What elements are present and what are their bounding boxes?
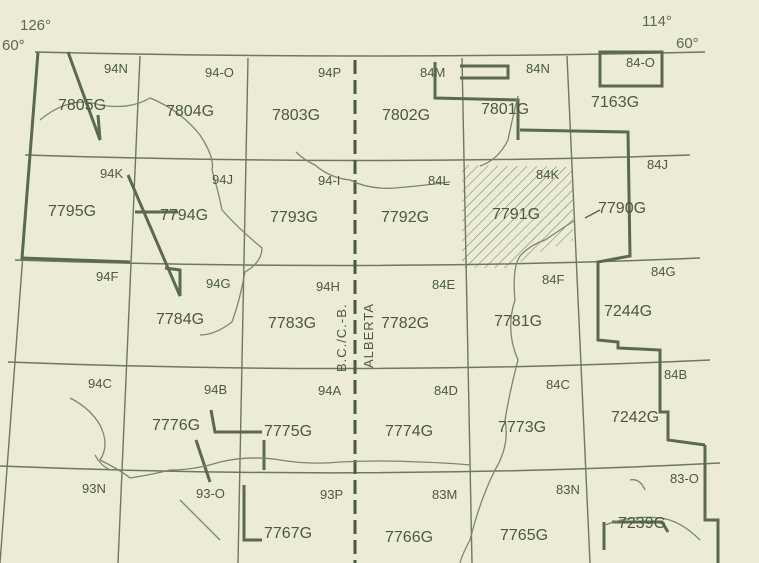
sheet-label: 7802G [382,107,431,124]
sheet-label: 7776G [152,417,201,434]
sheet-boundaries [20,50,720,563]
grid-label: 94H [316,279,340,294]
sheet-label: 7804G [166,103,215,120]
latitude-label-left: 60° [2,37,25,54]
sheet-label: 7783G [268,315,317,332]
grid-label: 84K [536,167,560,182]
grid-label: 84-O [626,55,655,70]
rivers [39,95,701,563]
sheet-label: 7781G [494,313,543,330]
sheet-label highlighted: 7791G [492,206,541,223]
sheet-label: 7793G [270,209,319,226]
grid-label: 94-O [205,65,234,80]
sheet-label: 7795G [48,203,97,220]
highlighted-sheet-84k [462,165,573,268]
grid-label: 93-O [196,486,225,501]
grid-label: 83M [432,487,458,502]
sheet-label: 7766G [385,529,434,546]
grid-label: 94C [88,376,112,391]
grid-label: 84F [542,272,565,287]
grid-label: 94P [318,65,342,80]
sheet-label: 7782G [381,315,430,332]
latitude-label-right: 60° [676,35,699,52]
sheet-label: 7244G [604,303,653,320]
grid-label: 84N [526,61,550,76]
sheet-label: 7794G [160,207,209,224]
grid-label: 94J [212,172,233,187]
sheet-label: 7242G [611,409,660,426]
grid-label: 94A [318,383,342,398]
sheet-label: 7239G [618,515,667,532]
sheet-label: 7805G [58,97,107,114]
grid-label: 94G [206,276,231,291]
sheet-label: 7775G [264,423,313,440]
grid-label: 84E [432,277,456,292]
longitude-label-right: 114° [642,13,672,30]
grid-meridians [0,51,591,563]
grid-label: 94N [104,61,128,76]
sheet-label: 7163G [591,94,640,111]
longitude-label-left: 126° [20,17,52,34]
grid-label: 84D [434,383,458,398]
grid-label: 94K [100,166,124,181]
sheet-label: 7773G [498,419,547,436]
grid-label: 94B [204,382,228,397]
grid-label: 84M [420,65,446,80]
grid-label: 84C [546,377,570,392]
sheet-label: 7801G [481,101,530,118]
grid-label: 83-O [670,471,699,486]
grid-label: 84J [647,157,668,172]
sheet-label: 7774G [385,423,434,440]
grid-label: 93N [82,481,106,496]
sheet-label: 7767G [264,525,313,542]
grid-label: 84L [428,173,450,188]
leader-lines [584,209,601,219]
grid-label: 84G [651,264,676,279]
grid-label: 84B [664,367,688,382]
border-label-bc: B.C./C.-B. [334,303,349,372]
sheet-label: 7792G [381,209,430,226]
grid-label: 93P [320,487,344,502]
sheet-label: 7784G [156,311,205,328]
grid-label: 83N [556,482,580,497]
sheet-label: 7803G [272,107,321,124]
border-label-alberta: ALBERTA [361,302,376,368]
grid-label: 94F [96,269,119,284]
sheet-label: 7765G [500,527,549,544]
grid-label: 94-I [318,173,341,188]
sheet-label: 7790G [598,200,647,217]
